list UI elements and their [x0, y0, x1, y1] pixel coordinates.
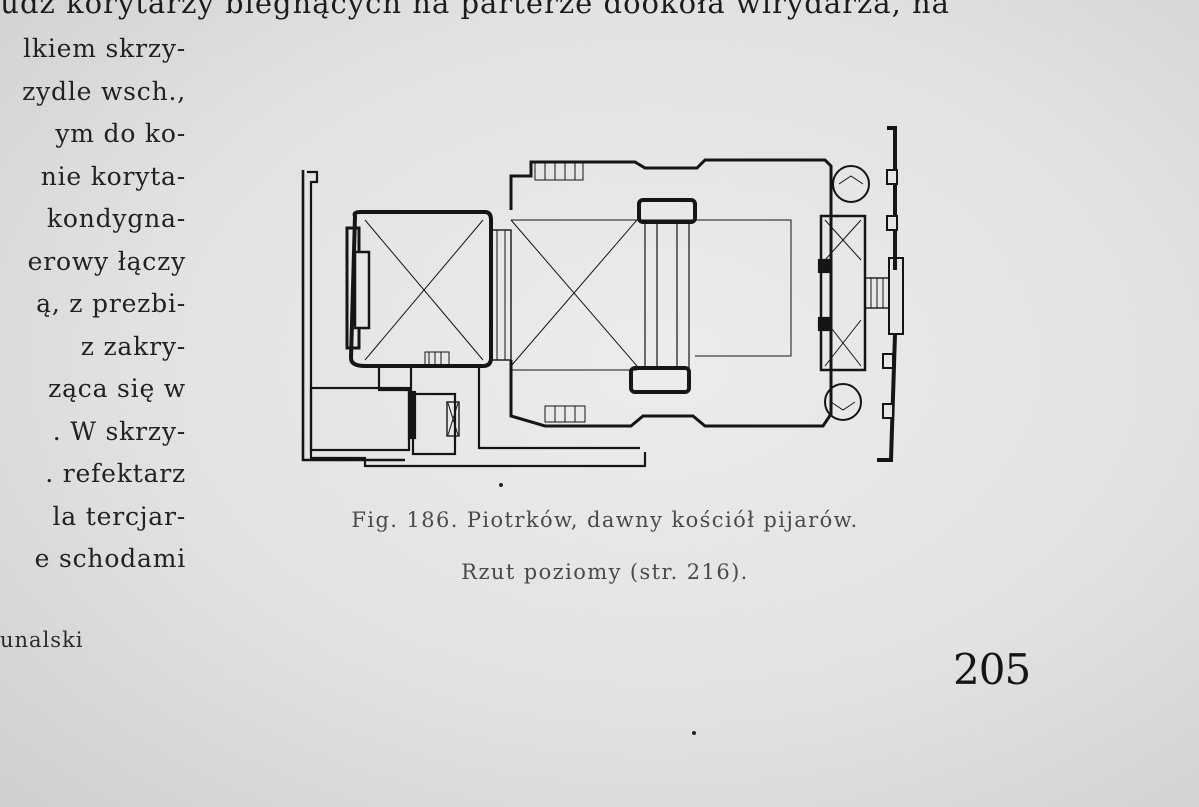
- text-line: kondygna-: [46, 204, 186, 233]
- text-line: . W skrzy-: [52, 416, 186, 446]
- text-line: . refektarz: [45, 459, 186, 488]
- author-fragment: unalski: [0, 628, 84, 652]
- running-text-top: ludz korytarzy biegnących na parterze do…: [0, 0, 950, 20]
- text-line: e schodami: [34, 544, 186, 573]
- text-line: zydle wsch.,: [22, 76, 186, 106]
- dust-speck: [499, 483, 503, 487]
- floor-plan-drawing: [301, 126, 904, 468]
- text-line: ym do ko-: [55, 119, 186, 148]
- text-line: nie koryta-: [40, 161, 186, 191]
- text-line: ząca się w: [48, 374, 186, 403]
- text-line: la tercjar-: [52, 501, 186, 531]
- page-number: 205: [953, 645, 1031, 694]
- text-line: z zakry-: [80, 331, 186, 361]
- text-line: ą, z prezbi-: [36, 289, 186, 318]
- figure-caption-line-2: Rzut poziomy (str. 216).: [461, 560, 749, 584]
- text-line: lkiem skrzy-: [23, 34, 186, 63]
- left-text-column: lkiem skrzy- zydle wsch., ym do ko- nie …: [0, 28, 186, 581]
- dust-speck: [692, 731, 696, 735]
- text-line: erowy łączy: [27, 246, 186, 276]
- figure-caption-line-1: Fig. 186. Piotrków, dawny kościół pijaró…: [351, 508, 859, 532]
